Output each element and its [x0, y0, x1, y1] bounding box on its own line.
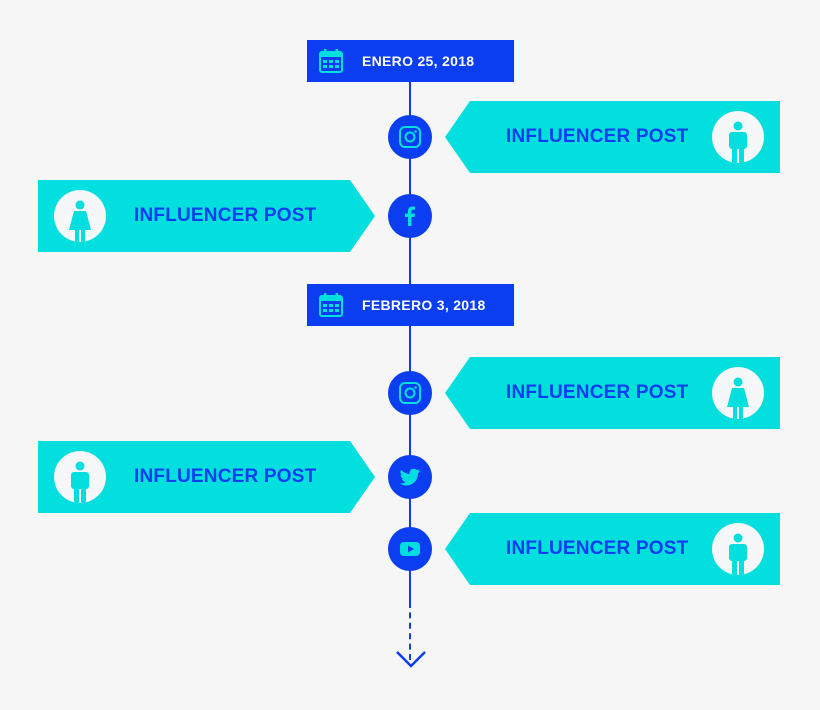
- date-header: ENERO 25, 2018: [307, 40, 514, 82]
- influencer-post-card: INFLUENCER POST: [445, 101, 780, 173]
- date-label: FEBRERO 3, 2018: [362, 297, 486, 313]
- post-label: INFLUENCER POST: [506, 538, 689, 559]
- arrow-down-icon: [396, 651, 426, 668]
- twitter-icon: [400, 468, 420, 486]
- female-person-icon: [67, 200, 93, 242]
- calendar-icon: [319, 293, 343, 317]
- instagram-node: [388, 371, 432, 415]
- avatar: [712, 367, 764, 419]
- post-label: INFLUENCER POST: [134, 466, 317, 487]
- post-label: INFLUENCER POST: [134, 205, 317, 226]
- influencer-post-card: INFLUENCER POST: [38, 441, 375, 513]
- facebook-icon: [405, 206, 415, 226]
- female-person-icon: [727, 377, 749, 419]
- avatar: [54, 451, 106, 503]
- influencer-post-card: INFLUENCER POST: [445, 357, 780, 429]
- influencer-post-card: INFLUENCER POST: [445, 513, 780, 585]
- instagram-node: [388, 115, 432, 159]
- timeline-axis-dashed: [409, 602, 411, 660]
- twitter-node: [388, 455, 432, 499]
- influencer-post-card: INFLUENCER POST: [38, 180, 375, 252]
- timeline-axis: [409, 82, 411, 602]
- instagram-icon: [399, 126, 421, 148]
- post-label: INFLUENCER POST: [506, 126, 689, 147]
- male-person-icon: [729, 533, 747, 575]
- facebook-node: [388, 194, 432, 238]
- youtube-node: [388, 527, 432, 571]
- calendar-icon: [319, 49, 343, 73]
- youtube-icon: [400, 542, 420, 556]
- male-person-icon: [68, 461, 92, 503]
- instagram-icon: [399, 382, 421, 404]
- post-label: INFLUENCER POST: [506, 382, 689, 403]
- male-person-icon: [729, 121, 747, 163]
- date-label: ENERO 25, 2018: [362, 53, 475, 69]
- avatar: [54, 190, 106, 242]
- date-header: FEBRERO 3, 2018: [307, 284, 514, 326]
- avatar: [712, 523, 764, 575]
- avatar: [712, 111, 764, 163]
